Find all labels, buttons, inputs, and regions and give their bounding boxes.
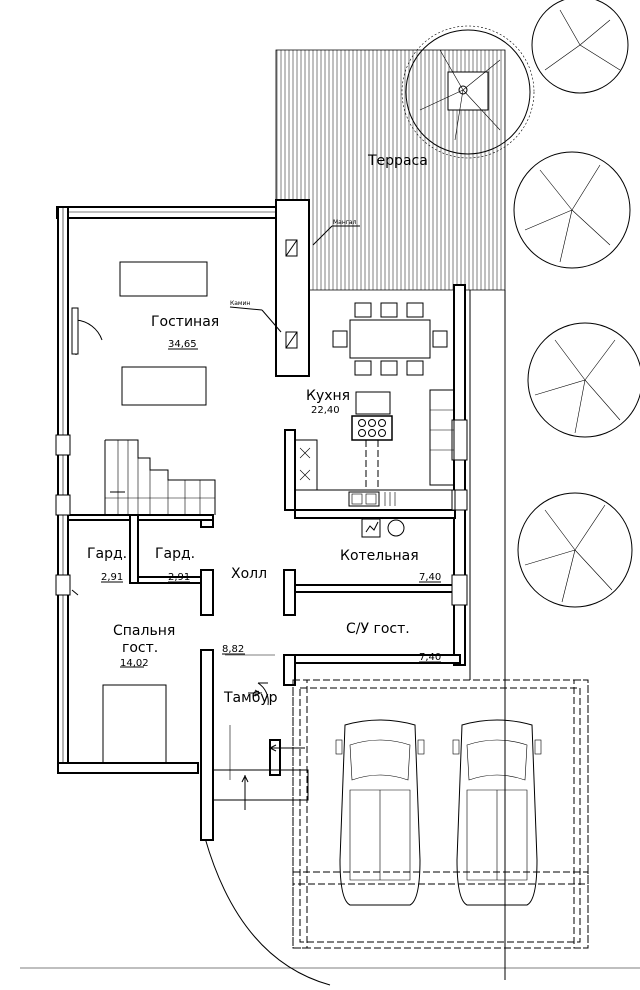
bedroom-name: Спальня — [113, 623, 175, 639]
hall-name: Холл — [231, 566, 267, 582]
kitchen-area: 22,40 — [311, 405, 340, 416]
living-furniture — [71, 261, 208, 406]
dining-table — [332, 302, 448, 376]
bedroom-name-2: гост. — [122, 640, 158, 656]
fireplace-icon — [285, 239, 298, 349]
car — [335, 719, 425, 906]
boiler-area: 7,40 — [419, 572, 441, 583]
boiler-name: Котельная — [340, 548, 419, 564]
tree — [401, 25, 535, 159]
tree — [517, 492, 633, 608]
wardrobe1-area: 2,91 — [101, 572, 123, 583]
carport — [292, 679, 589, 949]
wardrobe2-name: Гард. — [155, 546, 195, 562]
car — [452, 719, 542, 906]
living-area: 34,65 — [168, 339, 197, 350]
vestibule-details — [225, 654, 305, 810]
tree — [527, 322, 640, 438]
mangal-callout: Мангал — [333, 219, 357, 226]
staircase — [104, 439, 216, 515]
wc-area: 7,40 — [419, 652, 441, 663]
wardrobe1-name: Гард. — [87, 546, 127, 562]
hall-area: 8,82 — [222, 644, 244, 655]
kitchen-furniture — [294, 389, 456, 511]
vestibule-name: Тамбур — [223, 690, 278, 706]
walls — [55, 199, 468, 841]
boiler-icon — [361, 518, 405, 538]
kitchen-name: Кухня — [306, 388, 350, 404]
tree — [531, 0, 629, 94]
bedroom-area: 14,02 — [120, 658, 149, 669]
living-name: Гостиная — [151, 314, 219, 330]
trees — [401, 0, 640, 608]
kamin-callout: Камин — [230, 300, 250, 307]
tree — [513, 151, 631, 269]
wc-name: С/У гост. — [346, 621, 410, 637]
wardrobe2-area: 2,91 — [168, 572, 190, 583]
terrace-label: Терраса — [367, 153, 428, 169]
bed — [102, 684, 167, 764]
